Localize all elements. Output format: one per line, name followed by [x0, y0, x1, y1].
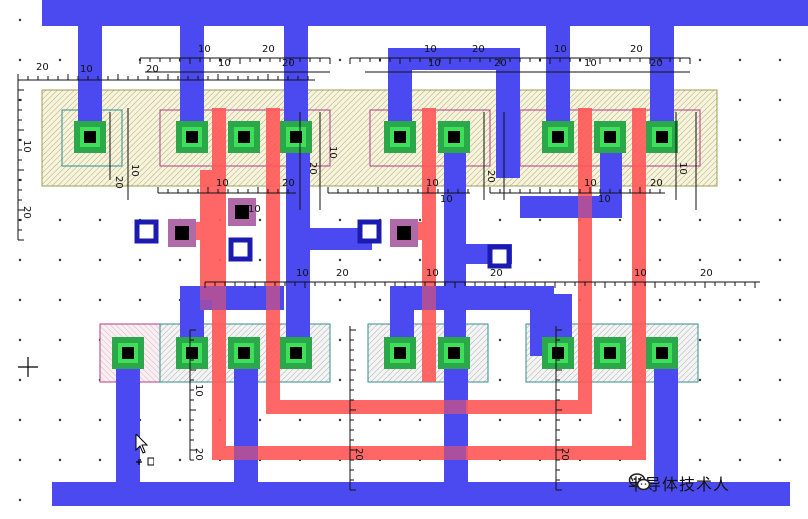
- ruler-label: 20: [282, 178, 295, 189]
- ruler-label: 20: [21, 206, 32, 219]
- ruler-label: 10: [216, 178, 229, 189]
- ruler-ticks: [17, 58, 756, 491]
- ruler-label: 10: [129, 164, 140, 177]
- ruler-label: 10: [21, 140, 32, 153]
- upper-contacts[interactable]: [74, 121, 678, 153]
- ruler-label-group: 10 20 10 20 20 10 20 10 20 10 20 10 20 1…: [21, 44, 713, 461]
- crosshair-icon: [18, 357, 38, 377]
- ruler-label: 20: [36, 62, 49, 73]
- wechat-icon: [628, 473, 651, 491]
- ruler-label: 10: [327, 146, 338, 159]
- overlap-marks: [200, 196, 592, 460]
- io-pins[interactable]: [134, 219, 512, 269]
- ruler-label: 10: [198, 44, 211, 55]
- ruler-label: 20: [559, 448, 570, 461]
- ruler-label: 10: [554, 44, 567, 55]
- ruler-label: 20: [472, 44, 485, 55]
- ruler-label: 20: [307, 162, 318, 175]
- ruler-label: 10: [428, 58, 441, 69]
- ruler-label: 20: [700, 268, 713, 279]
- ruler-label: 10: [193, 384, 204, 397]
- move-pointer-icon: [135, 434, 154, 466]
- ruler-label: 10: [634, 268, 647, 279]
- ruler-label: 20: [650, 178, 663, 189]
- ruler-label: 20: [650, 58, 663, 69]
- watermark-text: 半导体技术人: [628, 475, 731, 494]
- ruler-label: 20: [262, 44, 275, 55]
- ruler-label: 20: [336, 268, 349, 279]
- lower-contacts[interactable]: [112, 337, 678, 369]
- ruler-label: 20: [630, 44, 643, 55]
- ruler-label: 10: [677, 162, 688, 175]
- ruler-label: 10: [218, 58, 231, 69]
- rulers: [17, 57, 760, 490]
- ruler-label: 10: [426, 268, 439, 279]
- ruler-label: 20: [282, 58, 295, 69]
- ruler-label: 10: [598, 194, 611, 205]
- ruler-label: 20: [193, 448, 204, 461]
- ruler-label: 20: [113, 176, 124, 189]
- ruler-label: 10: [584, 178, 597, 189]
- ruler-label: 10: [584, 58, 597, 69]
- ruler-label: 10: [426, 178, 439, 189]
- watermark: 半导体技术人: [628, 470, 730, 496]
- ruler-label: 10: [296, 268, 309, 279]
- ruler-label: 10: [424, 44, 437, 55]
- poly-contacts[interactable]: [168, 198, 418, 247]
- ruler-label: 20: [353, 448, 364, 461]
- ruler-label: 10: [248, 204, 261, 215]
- vdd-rail[interactable]: [42, 0, 808, 26]
- ruler-label: 10: [80, 64, 93, 75]
- ruler-label: 20: [146, 64, 159, 75]
- ruler-label: 20: [494, 58, 507, 69]
- ruler-label: 10: [440, 194, 453, 205]
- ruler-label: 20: [490, 268, 503, 279]
- ruler-label: 20: [485, 170, 496, 183]
